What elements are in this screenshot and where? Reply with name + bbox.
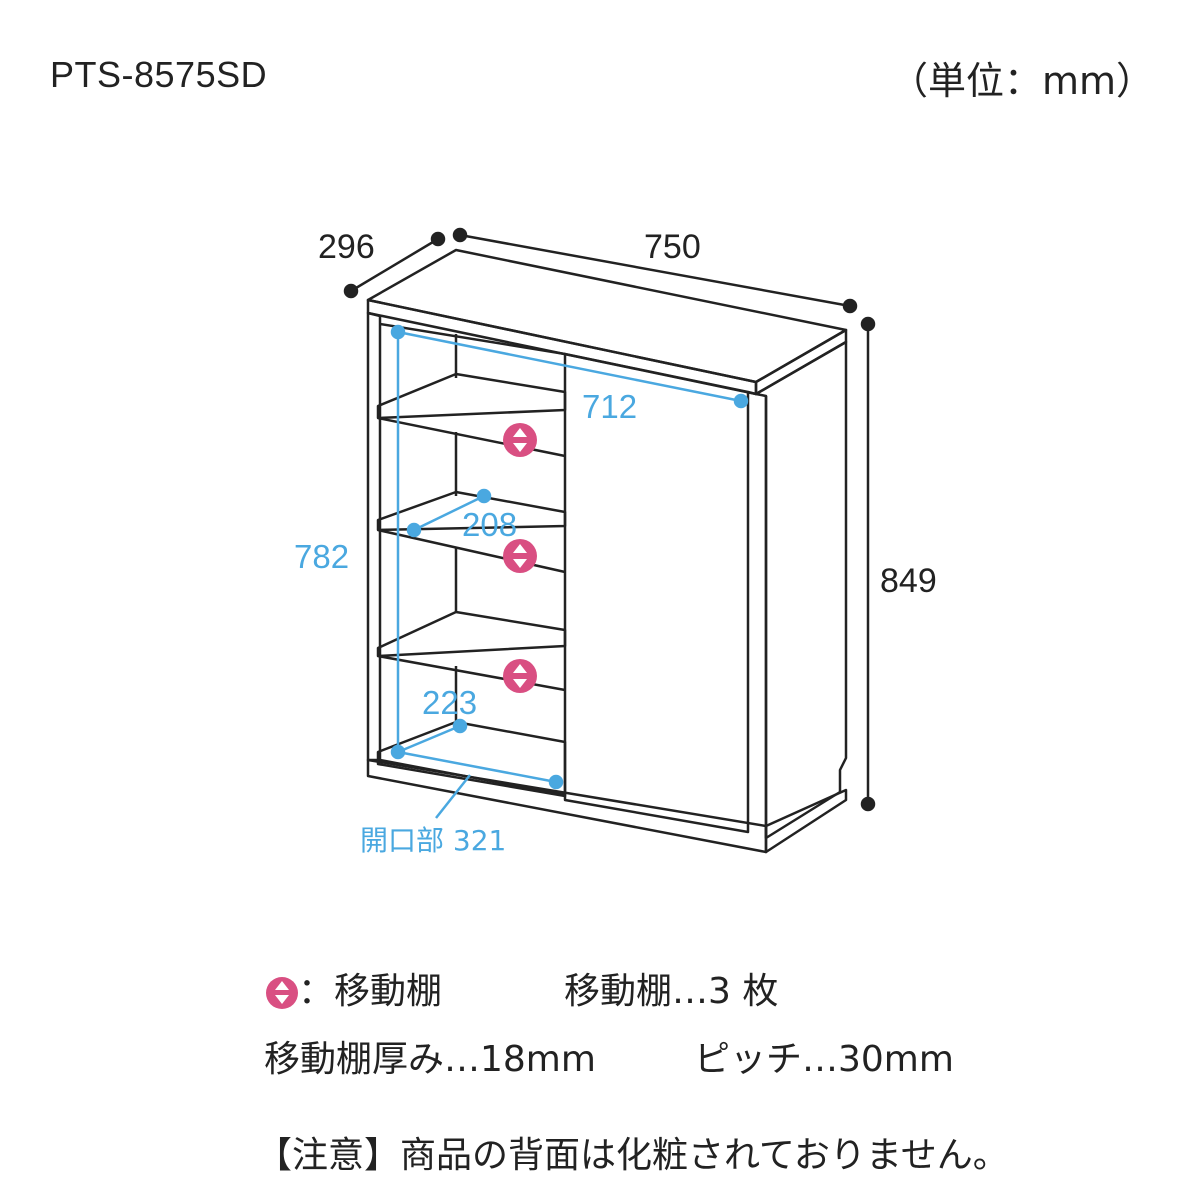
inner-dimension-lines [390,324,749,819]
opening-label: 開口部 321 [360,824,506,857]
left-side-panel [366,311,382,762]
movable-shelf-markers [503,423,537,693]
right-side-panel [754,340,848,840]
width-label: 750 [644,228,701,266]
legend-shelf-count: 移動棚…3 枚 [564,971,779,1012]
legend-icon-label: ：移動棚 [298,971,443,1012]
shelf-marker-icon [266,977,298,1009]
shelf-1 [376,372,567,420]
shelf-marker-icon [503,423,537,457]
inner-width-label: 712 [582,388,637,425]
legend-shelf-thickness: 移動棚厚み…18mm [264,1039,596,1080]
base-side [764,788,848,854]
depth-label: 296 [318,228,375,266]
height-label: 849 [880,562,937,600]
bottom-board [376,720,567,798]
shelf-depth-lower-label: 223 [422,684,477,721]
shelf-depth-upper-label: 208 [462,506,517,543]
shelf-2 [376,490,567,532]
legend-movable-shelf: ：移動棚 [266,962,442,1014]
outer-dimension-lines [343,227,876,812]
top-panel-edge-side [754,328,848,396]
shelf-marker-icon [503,659,537,693]
note-text: 【注意】商品の背面は化粧されておりません。 [256,1135,1009,1176]
shelf-marker-icon [503,539,537,573]
legend-pitch: ピッチ…30mm [694,1039,954,1080]
model-number: PTS-8575SD [50,54,268,95]
shelf-3 [376,610,567,658]
unit-label: （単位：mm） [889,59,1154,103]
top-panel-edge-front [366,298,758,396]
sliding-door [563,352,750,834]
inner-height-label: 782 [294,538,349,575]
